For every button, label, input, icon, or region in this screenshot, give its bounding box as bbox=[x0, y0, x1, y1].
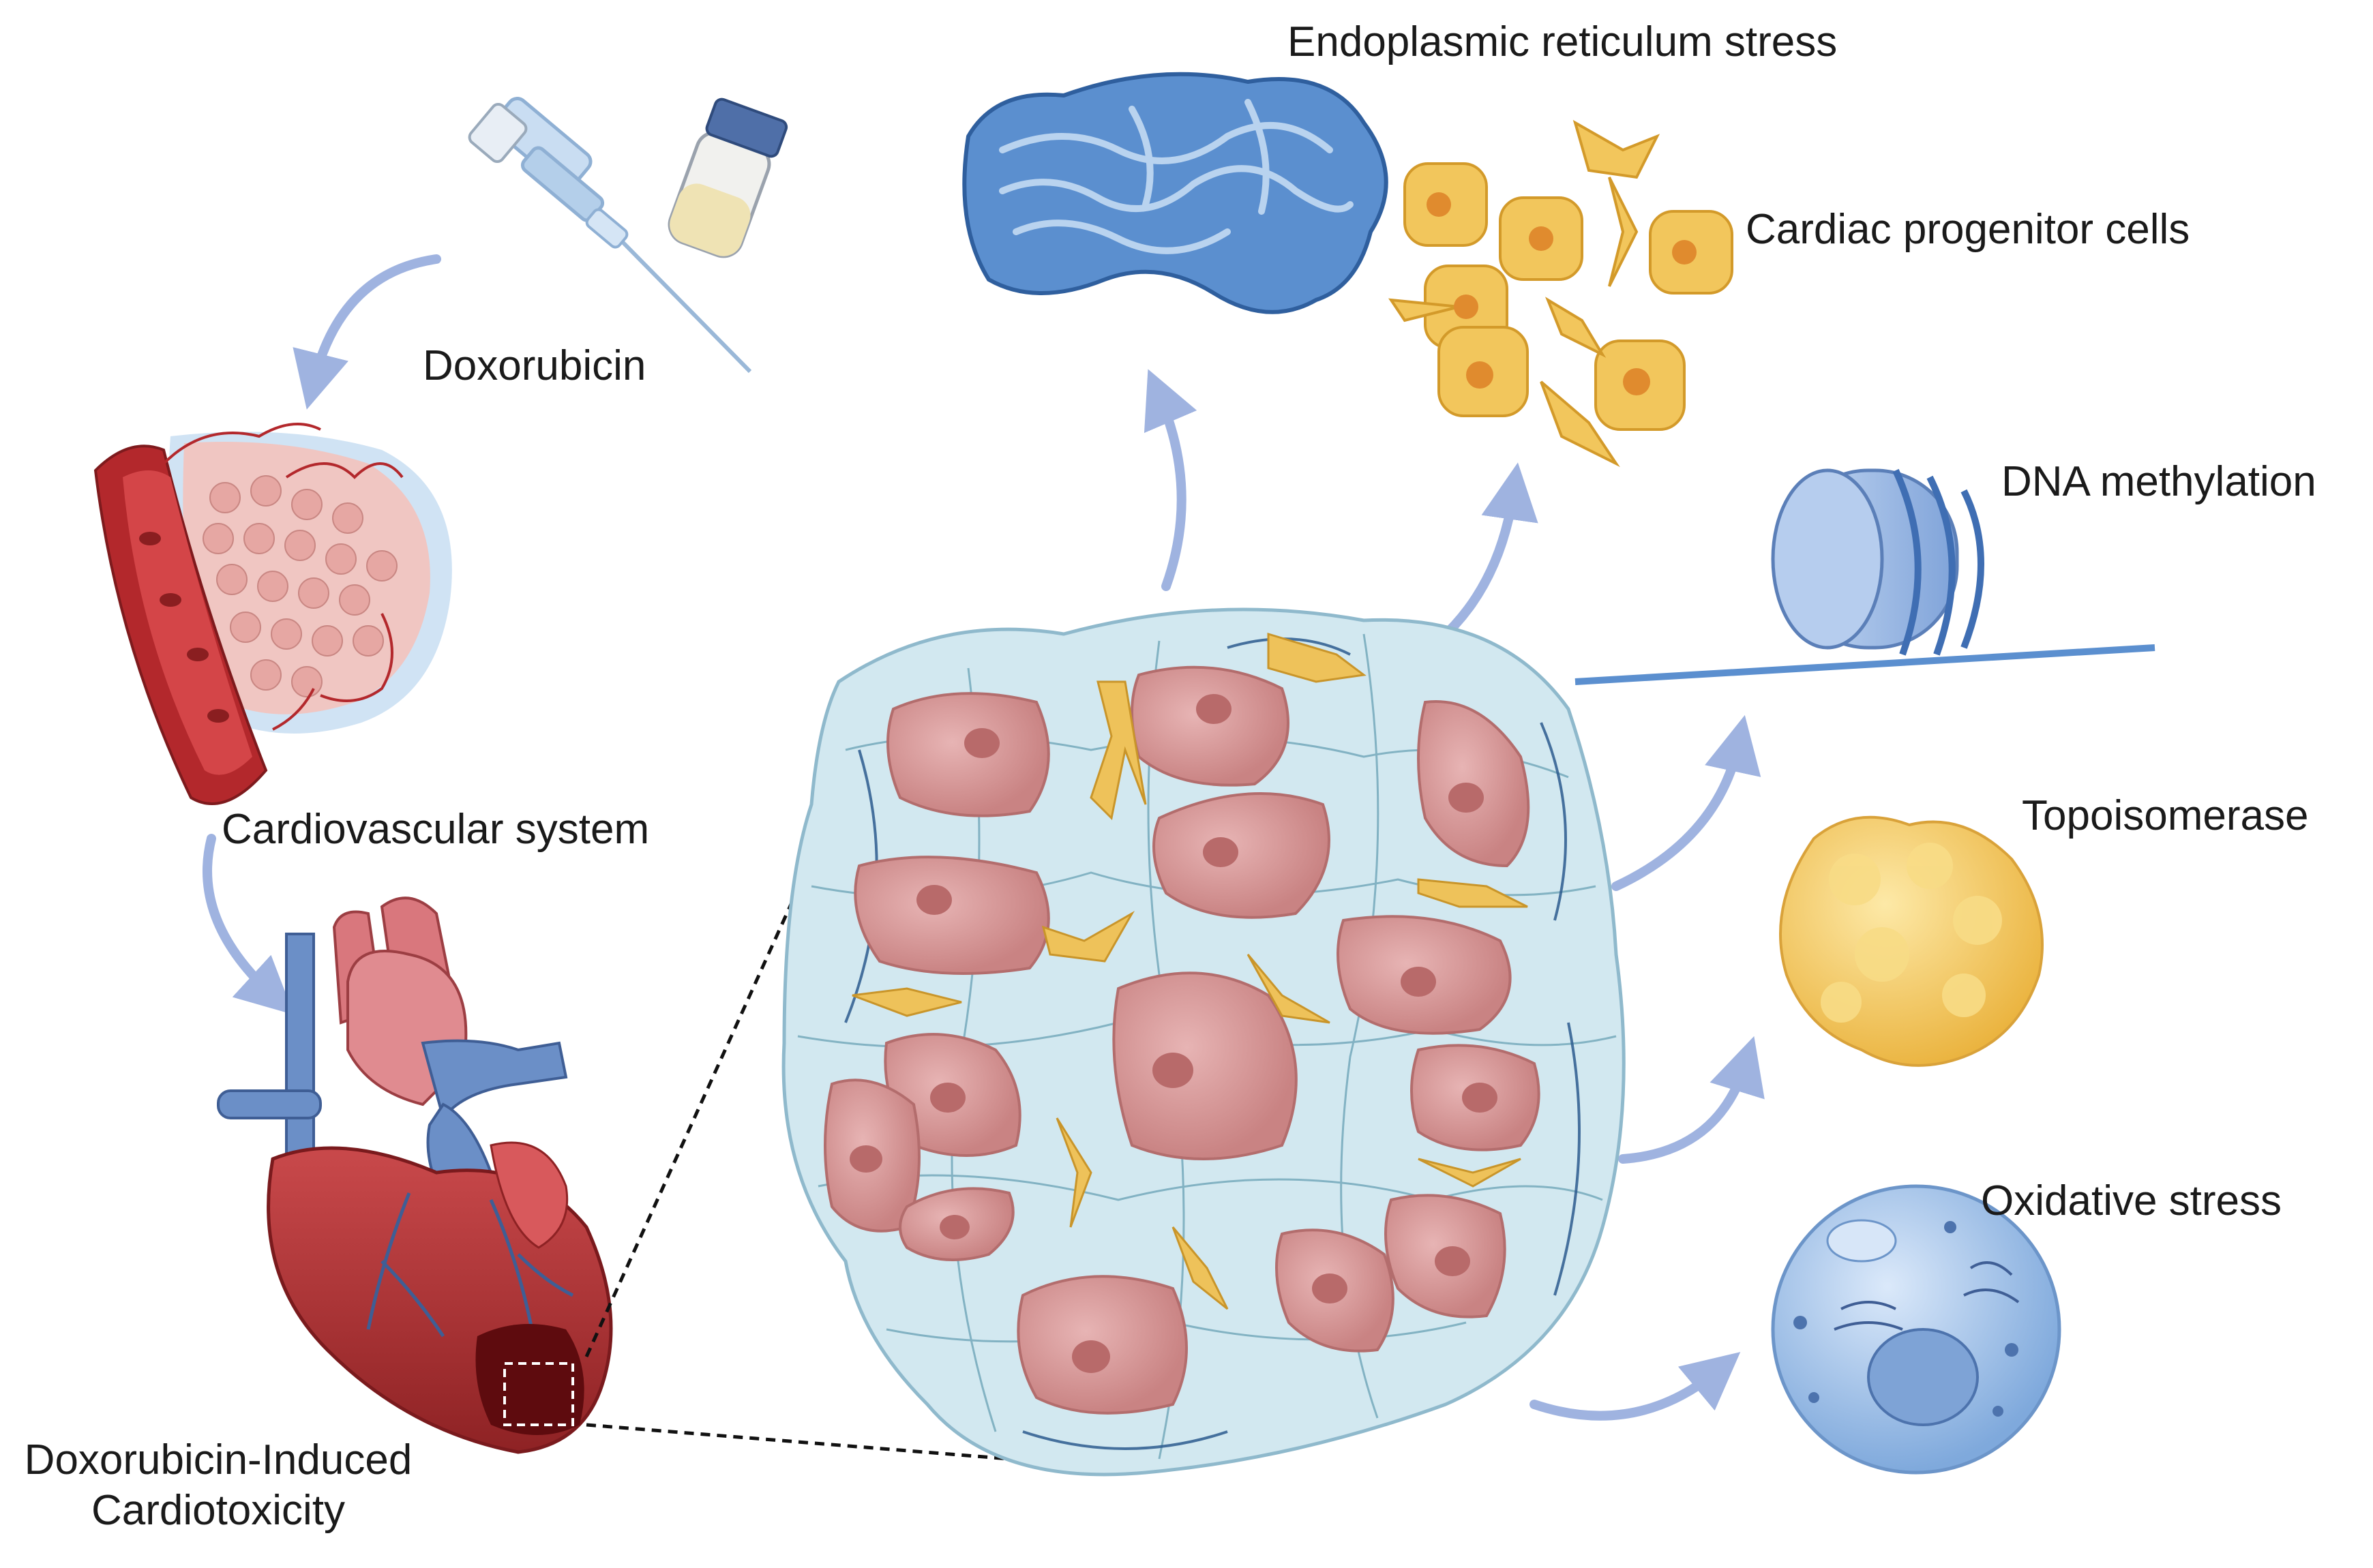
label-er-stress: Endoplasmic reticulum stress bbox=[1287, 18, 1838, 65]
zoom-connectors bbox=[584, 858, 1010, 1461]
label-topoisomerase: Topoisomerase bbox=[2022, 792, 2309, 839]
arrow-tissue-to-progenitor bbox=[1434, 462, 1538, 646]
zoom-box bbox=[503, 1362, 574, 1426]
cardiac-progenitor-cells-icon bbox=[1388, 119, 1733, 468]
topoisomerase-icon bbox=[1779, 815, 2044, 1067]
label-cardiac-progenitor-cells: Cardiac progenitor cells bbox=[1746, 206, 2190, 253]
label-dic-line2: Cardiotoxicity bbox=[91, 1487, 346, 1535]
cardiovascular-tissue-illustration bbox=[93, 423, 452, 805]
arrow-tissue-to-er bbox=[1144, 369, 1197, 591]
iv-catheter-icon bbox=[468, 97, 752, 374]
label-dna-methylation: DNA methylation bbox=[2001, 458, 2316, 505]
label-doxorubicin: Doxorubicin bbox=[423, 342, 646, 389]
endoplasmic-reticulum-icon bbox=[962, 72, 1388, 314]
label-dic-line1: Doxorubicin-Induced bbox=[24, 1436, 413, 1483]
heart-illustration bbox=[217, 896, 613, 1454]
arrow-cardiovascular-to-heart bbox=[203, 834, 294, 1015]
arrow-doxorubicin-to-cardiovascular bbox=[293, 254, 441, 410]
label-cardiovascular-system: Cardiovascular system bbox=[222, 806, 650, 853]
arrow-tissue-to-oxidative bbox=[1529, 1352, 1741, 1421]
arrow-tissue-to-dna bbox=[1611, 714, 1761, 891]
label-doxorubicin-induced-cardiotoxicity: Doxorubicin-Induced Cardiotoxicity bbox=[14, 1435, 423, 1537]
myocardial-tissue-section bbox=[781, 607, 1626, 1477]
flow-arrows bbox=[203, 254, 1765, 1421]
oxidative-stress-cell-icon bbox=[1771, 1184, 2061, 1475]
arrow-tissue-to-topoisomerase bbox=[1618, 1036, 1765, 1164]
vial-icon bbox=[668, 97, 788, 258]
nucleosome-dna-icon bbox=[1574, 468, 2155, 685]
label-oxidative-stress: Oxidative stress bbox=[1981, 1177, 2282, 1224]
